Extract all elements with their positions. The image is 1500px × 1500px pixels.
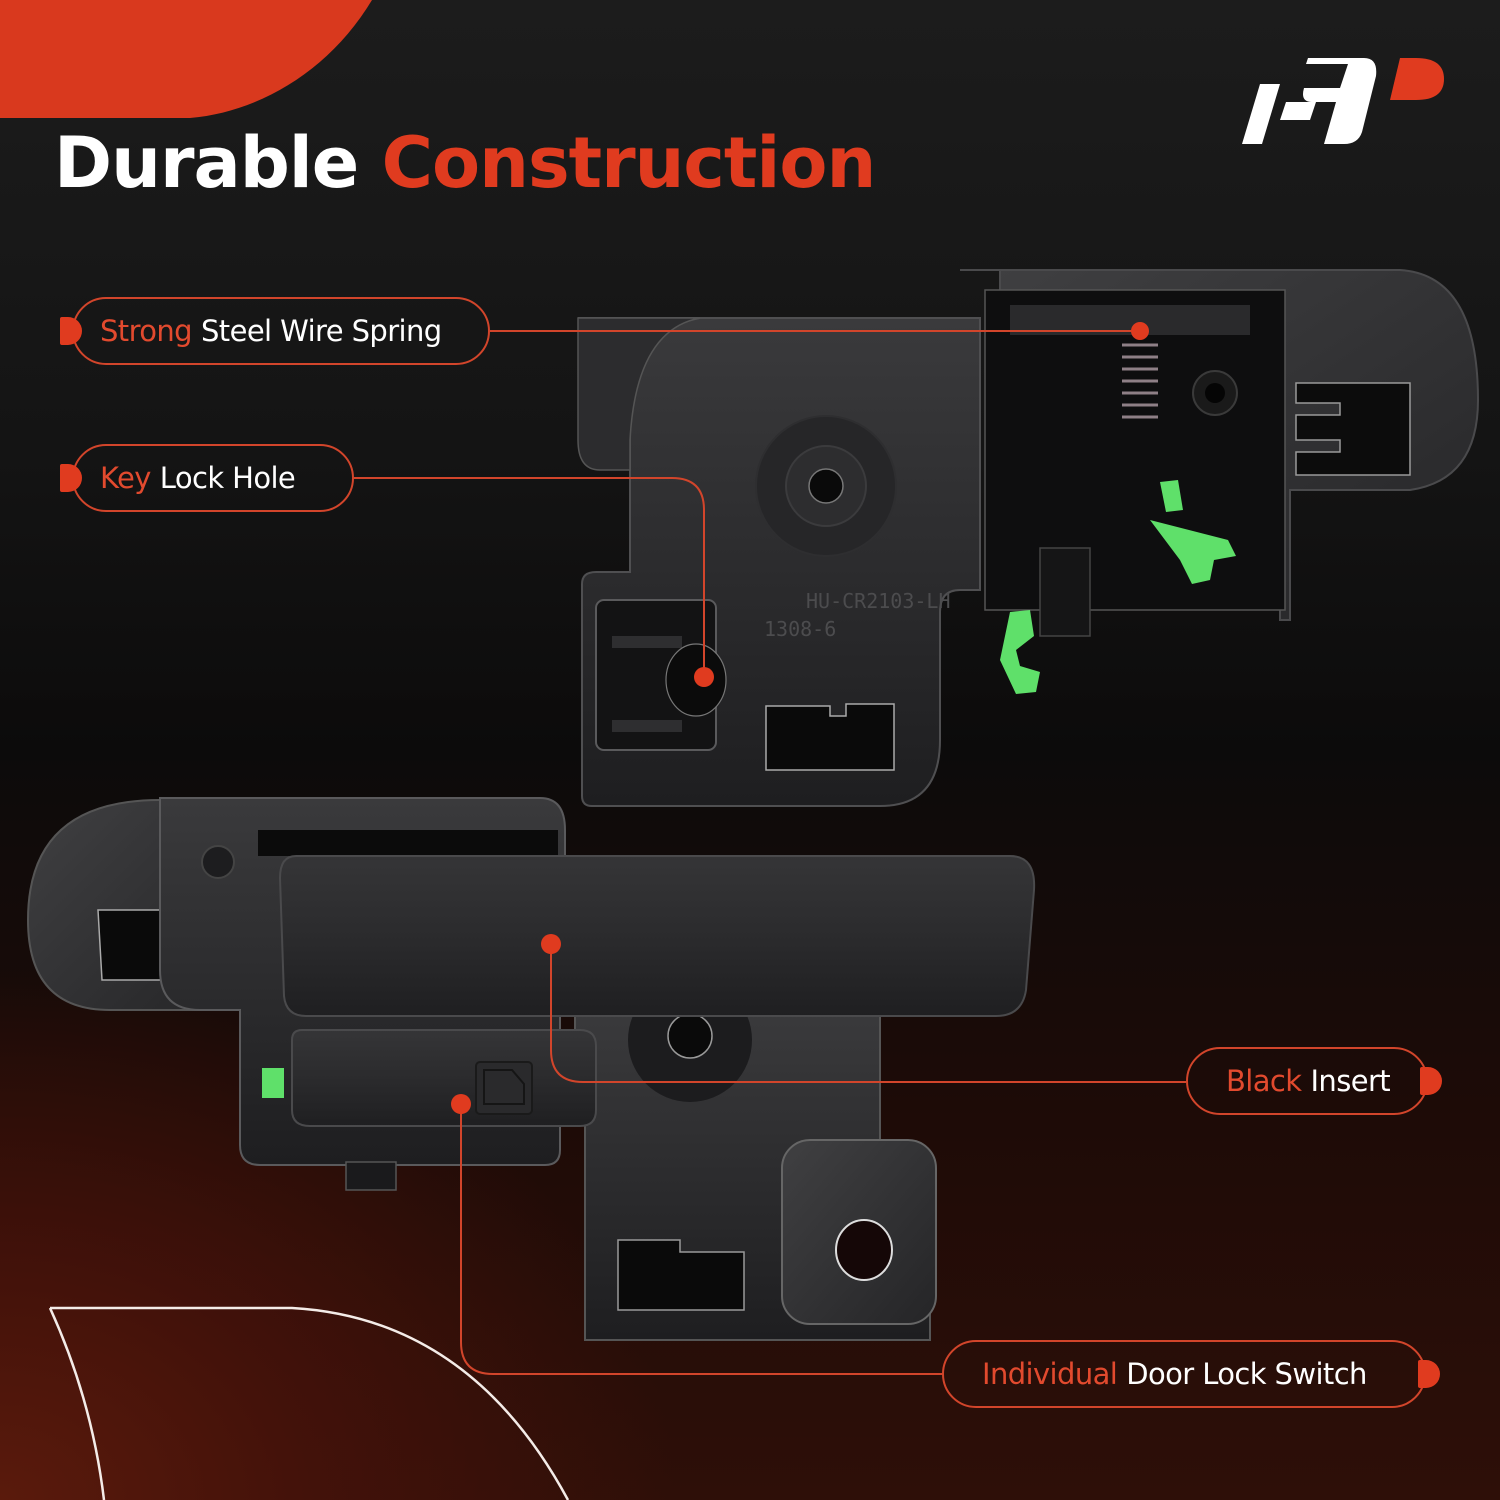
a-premium-logo-icon: [1242, 58, 1444, 144]
callout-door-lock-switch: Individual Door Lock Switch: [942, 1340, 1440, 1408]
rear-view-door-handle: HU-CR2103-LH 1308-6: [577, 269, 1480, 807]
callout-tab-icon: [60, 317, 82, 345]
title-word-durable: Durable: [54, 122, 359, 204]
callout-steel-wire-spring: Strong Steel Wire Spring: [60, 297, 490, 365]
callout-tab-icon: [60, 464, 82, 492]
page-title: Durable Construction: [54, 128, 876, 198]
callout-black-insert: Black Insert: [1186, 1047, 1442, 1115]
callout-key-lock-hole: Key Lock Hole: [60, 444, 354, 512]
callout-dots: [451, 322, 1149, 1114]
callout-tab-icon: [1418, 1360, 1440, 1388]
svg-text:1308-6: 1308-6: [764, 617, 836, 641]
title-word-construction: Construction: [381, 122, 877, 204]
callout-connectors: [354, 330, 1186, 1375]
front-view-door-handle: [26, 797, 1036, 1341]
decorative-outline-shape: [50, 1306, 570, 1500]
corner-accent-shape: [0, 0, 372, 118]
door-lock-glyph-icon: [475, 1061, 533, 1115]
callout-tab-icon: [1420, 1067, 1442, 1095]
part-marking-text: HU-CR2103-LH: [806, 589, 951, 613]
